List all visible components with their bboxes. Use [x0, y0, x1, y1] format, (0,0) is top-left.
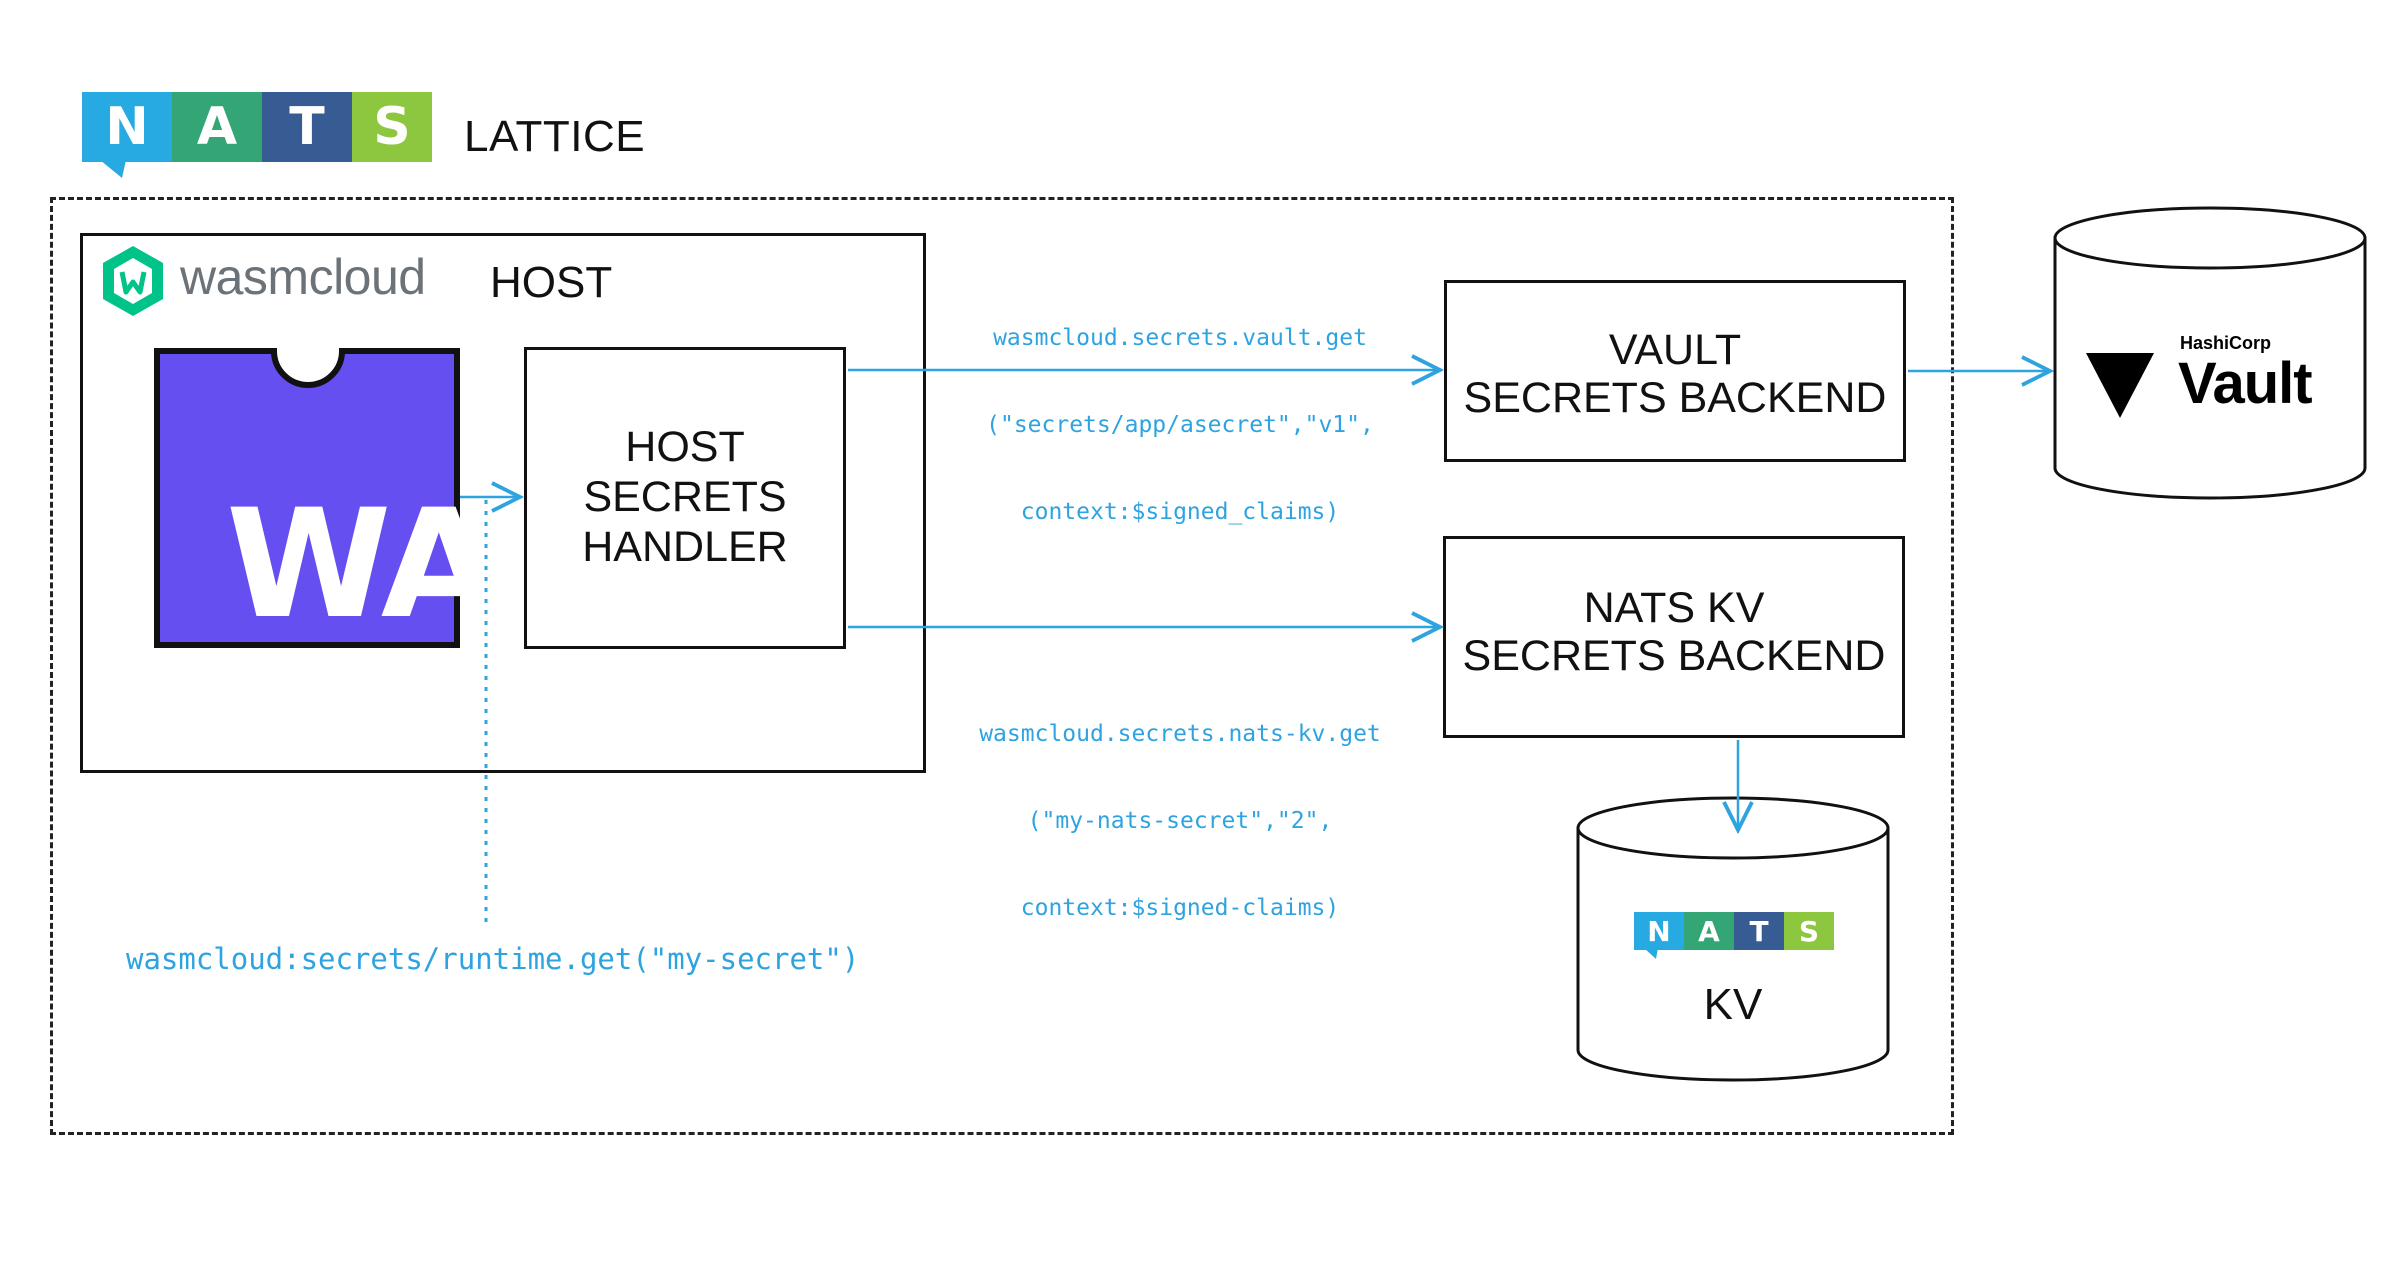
kv-nats-tile-t: T	[1734, 912, 1784, 950]
vault-secrets-backend-box	[1444, 280, 1906, 462]
vault-secrets-backend-label: VAULT SECRETS BACKEND	[1444, 326, 1906, 422]
nats-logo-tile-n: N	[82, 92, 172, 162]
vault-call-line-1: wasmcloud.secrets.vault.get	[993, 325, 1367, 351]
webassembly-logo-icon	[154, 348, 460, 648]
webassembly-component: WA	[154, 348, 497, 648]
kv-nats-tile-a: A	[1684, 912, 1734, 950]
nats-logo-tile-s: S	[352, 92, 432, 162]
natskv-call-line-3: context:$signed-claims)	[1020, 895, 1340, 921]
hashicorp-label: HashiCorp	[2180, 333, 2272, 353]
wa-label: WA	[226, 478, 497, 652]
hashicorp-vault-icon	[2086, 353, 2154, 418]
kv-nats-tile-n: N	[1634, 912, 1684, 950]
host-label: HOST	[490, 258, 613, 307]
nats-logo-tile-a: A	[172, 92, 262, 162]
natskv-call-line-2: ("my-nats-secret","2",	[1027, 808, 1333, 834]
kv-nats-tile-s: S	[1784, 912, 1834, 950]
handler-line-1: HOST	[625, 423, 745, 471]
natskv-call-annotation: wasmcloud.secrets.nats-kv.get ("my-nats-…	[920, 662, 1440, 952]
lattice-label: LATTICE	[464, 112, 646, 161]
kv-label: KV	[1703, 980, 1763, 1029]
wasmcloud-logo-icon	[103, 246, 163, 316]
natskv-secrets-backend-box	[1443, 536, 1905, 738]
vault-product-label: Vault	[2178, 351, 2313, 416]
natskv-call-line-1: wasmcloud.secrets.nats-kv.get	[979, 721, 1381, 747]
runtime-call-annotation: wasmcloud:secrets/runtime.get("my-secret…	[126, 942, 860, 976]
vault-call-annotation: wasmcloud.secrets.vault.get ("secrets/ap…	[940, 266, 1420, 556]
wasmcloud-brand: wasmcloud	[180, 249, 426, 305]
natskv-backend-line-2: SECRETS BACKEND	[1462, 632, 1886, 680]
vault-backend-line-1: VAULT	[1608, 326, 1742, 374]
natskv-backend-line-1: NATS KV	[1583, 584, 1765, 632]
vault-backend-line-2: SECRETS BACKEND	[1463, 374, 1887, 422]
vault-call-line-3: context:$signed_claims)	[1020, 499, 1340, 525]
lattice-boundary	[50, 197, 1954, 1135]
nats-logo-tile-t: T	[262, 92, 352, 162]
handler-line-2: SECRETS	[583, 473, 787, 521]
natskv-cylinder	[1576, 796, 1890, 1082]
vault-cylinder	[2053, 206, 2367, 500]
natskv-secrets-backend-label: NATS KV SECRETS BACKEND	[1443, 584, 1905, 680]
vault-call-line-2: ("secrets/app/asecret","v1",	[986, 412, 1374, 438]
host-secrets-handler-label: HOST SECRETS HANDLER	[524, 422, 846, 572]
nats-logo-tail-icon	[100, 160, 126, 178]
handler-line-3: HANDLER	[582, 523, 788, 571]
host-secrets-handler-box	[524, 347, 846, 649]
kv-nats-tail-icon	[1644, 948, 1658, 959]
